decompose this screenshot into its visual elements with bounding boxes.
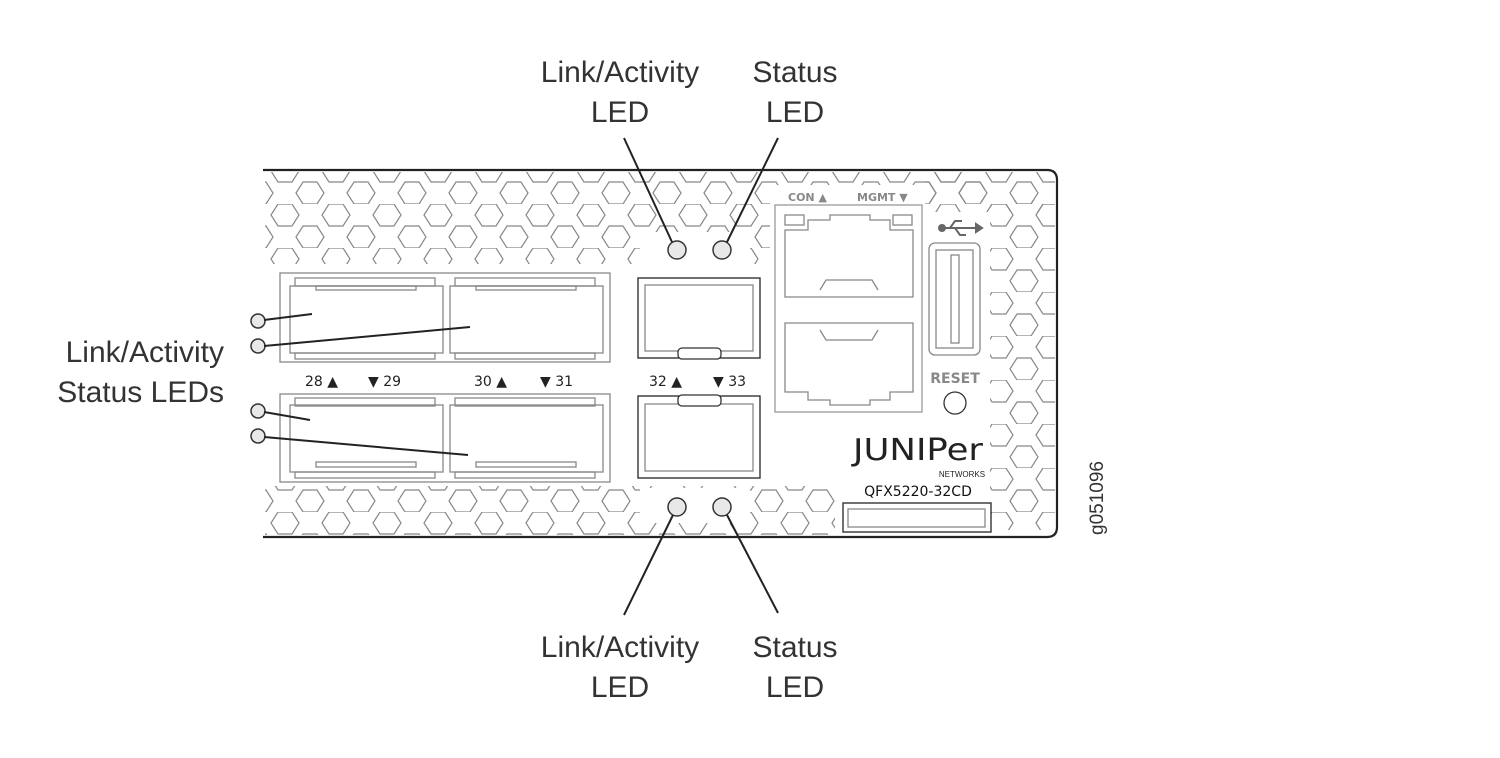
label-slot <box>842 502 992 533</box>
figure-id: g051096 <box>1087 461 1108 535</box>
port-31-led <box>250 428 266 444</box>
juniper-logo: JUNIPer <box>851 433 984 468</box>
bottom-link-activity-led <box>667 497 687 517</box>
console-port[interactable] <box>784 214 914 298</box>
juniper-networks-text: NETWORKS <box>939 470 985 479</box>
qsfp-group-top <box>279 272 611 363</box>
reset-button[interactable] <box>943 391 967 415</box>
leader-lines <box>263 137 779 616</box>
port-30-led <box>250 338 266 354</box>
callout-left-line2: Status LEDs <box>57 376 224 409</box>
con-label: CON ▲ <box>788 191 827 204</box>
port-label-32: 32 ▲ <box>649 374 682 390</box>
port-label-33: ▼ 33 <box>713 374 746 390</box>
usb-icon <box>938 220 984 236</box>
model-label: QFX5220-32CD <box>864 484 972 500</box>
top-link-activity-led <box>667 240 687 260</box>
usb-port[interactable] <box>928 242 981 356</box>
callout-bottom-status-line2: LED <box>766 671 824 704</box>
port-label-29: ▼ 29 <box>368 374 401 390</box>
reset-label: RESET <box>930 371 980 387</box>
bottom-status-led <box>712 497 732 517</box>
callout-bottom-link-activity-line1: Link/Activity <box>541 631 699 664</box>
qsfp-group-bottom <box>279 393 611 483</box>
port-label-28: 28 ▲ <box>305 374 338 390</box>
port-28[interactable] <box>289 277 444 360</box>
port-29-led <box>250 403 266 419</box>
mgmt-port[interactable] <box>784 322 914 406</box>
port-31[interactable] <box>449 397 604 479</box>
mgmt-label: MGMT ▼ <box>857 191 908 204</box>
callout-top-link-activity-line2: LED <box>591 96 649 129</box>
port-28-led <box>250 313 266 329</box>
callout-bottom-status-line1: Status <box>752 631 837 664</box>
port-30[interactable] <box>449 277 604 360</box>
port-32[interactable] <box>637 277 761 360</box>
callout-top-link-activity-line1: Link/Activity <box>541 56 699 89</box>
port-label-30: 30 ▲ <box>474 374 507 390</box>
callout-bottom-link-activity-line2: LED <box>591 671 649 704</box>
callout-left-line1: Link/Activity <box>66 336 224 369</box>
mgmt-block <box>774 204 923 413</box>
callout-top-status-line1: Status <box>752 56 837 89</box>
port-label-31: ▼ 31 <box>540 374 573 390</box>
top-status-led <box>712 240 732 260</box>
callout-top-status-line2: LED <box>766 96 824 129</box>
port-33[interactable] <box>637 394 761 479</box>
